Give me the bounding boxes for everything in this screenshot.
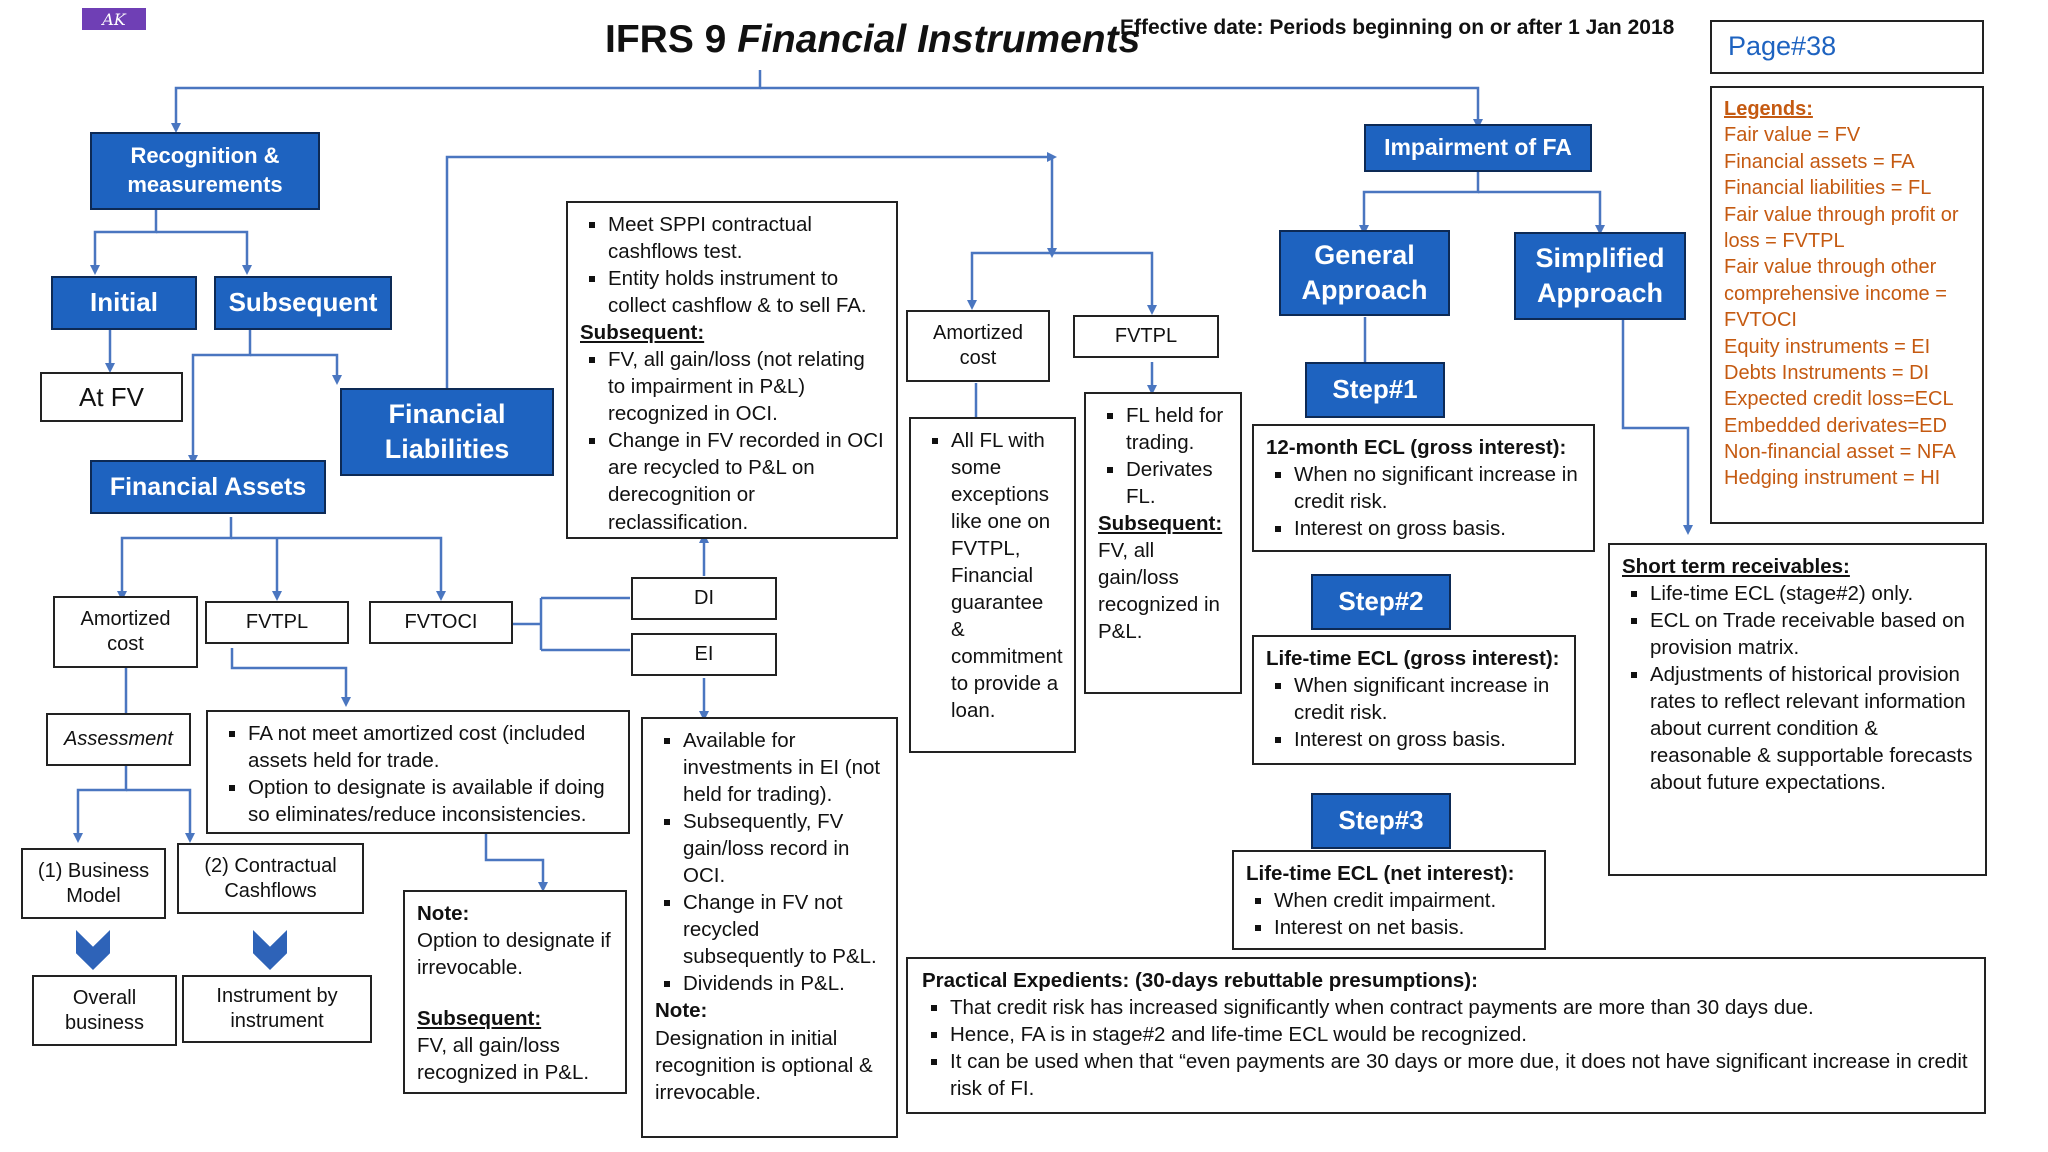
recognition-measurements-node: Recognition & measurements bbox=[90, 132, 320, 210]
fa-fvtoci-node: FVTOCI bbox=[369, 601, 513, 644]
ei-note-heading: Note: bbox=[655, 999, 708, 1023]
legend-item: Expected credit loss=ECL bbox=[1724, 388, 1954, 411]
note-subsequent-heading: Subsequent: bbox=[417, 1007, 542, 1031]
list-item: Change in FV recorded in OCI are recycle… bbox=[608, 427, 884, 535]
initial-node: Initial bbox=[51, 276, 197, 330]
fa-amortized-cost-node: Amortized cost bbox=[53, 596, 198, 668]
legend-item: Fair value through profit or loss = FVTP… bbox=[1724, 203, 1959, 252]
ei-note-text: Designation in initial recognition is op… bbox=[655, 1026, 873, 1104]
step3-node: Step#3 bbox=[1311, 793, 1451, 849]
ei-node: EI bbox=[631, 633, 777, 676]
subsequent-node: Subsequent bbox=[214, 276, 392, 330]
list-item: FL held for trading. bbox=[1126, 402, 1228, 456]
legend-item: Financial assets = FA bbox=[1724, 150, 1915, 173]
list-item: Interest on gross basis. bbox=[1294, 515, 1581, 542]
overall-business-node: Overall business bbox=[32, 975, 177, 1046]
assessment-node: Assessment bbox=[46, 713, 191, 766]
list-item: That credit risk has increased significa… bbox=[950, 994, 1970, 1021]
list-item: When no significant increase in credit r… bbox=[1294, 461, 1581, 515]
short-term-receivables-box: Short term receivables: Life-time ECL (s… bbox=[1608, 543, 1987, 876]
legends-box: Legends: Fair value = FV Financial asset… bbox=[1710, 86, 1984, 524]
simplified-approach-node: Simplified Approach bbox=[1514, 232, 1686, 320]
list-item: FA not meet amortized cost (included ass… bbox=[248, 720, 616, 774]
subsequent-heading: Subsequent: bbox=[580, 321, 705, 345]
legend-item: Non-financial asset = NFA bbox=[1724, 441, 1956, 464]
list-item: Option to designate is available if doin… bbox=[248, 774, 616, 828]
fa-fvtpl-description: FA not meet amortized cost (included ass… bbox=[206, 710, 630, 834]
note-subsequent-text: FV, all gain/loss recognized in P&L. bbox=[417, 1034, 590, 1085]
list-item: Interest on net basis. bbox=[1274, 914, 1532, 941]
ei-description: Available for investments in EI (not hel… bbox=[641, 717, 898, 1138]
list-item: Subsequently, FV gain/loss record in OCI… bbox=[683, 808, 884, 889]
impairment-node: Impairment of FA bbox=[1364, 124, 1592, 172]
page-number: Page#38 bbox=[1710, 20, 1984, 74]
practical-heading: Practical Expedients: (30-days rebuttabl… bbox=[922, 969, 1478, 992]
step2-node: Step#2 bbox=[1311, 574, 1451, 630]
practical-expedients-box: Practical Expedients: (30-days rebuttabl… bbox=[906, 957, 1986, 1114]
note-heading: Note: bbox=[417, 902, 470, 925]
step2-description: Life-time ECL (gross interest): When sig… bbox=[1252, 635, 1576, 765]
step1-description: 12-month ECL (gross interest): When no s… bbox=[1252, 424, 1595, 552]
step3-description: Life-time ECL (net interest): When credi… bbox=[1232, 850, 1546, 950]
fa-fvtpl-node: FVTPL bbox=[205, 601, 349, 644]
list-item: It can be used when that “even payments … bbox=[950, 1048, 1970, 1102]
list-item: Derivates FL. bbox=[1126, 456, 1228, 510]
step1-node: Step#1 bbox=[1305, 362, 1445, 418]
list-item: When credit impairment. bbox=[1274, 887, 1532, 914]
instrument-by-instrument-node: Instrument by instrument bbox=[182, 975, 372, 1043]
financial-assets-node: Financial Assets bbox=[90, 460, 326, 514]
business-model-node: (1) Business Model bbox=[21, 848, 166, 919]
short-term-heading: Short term receivables: bbox=[1622, 555, 1850, 578]
effective-date: Effective date: Periods beginning on or … bbox=[1120, 16, 1675, 39]
legend-item: Fair value = FV bbox=[1724, 124, 1861, 147]
page-title: IFRS 9 Financial Instruments bbox=[605, 18, 1141, 61]
fl-amortized-cost-description: All FL with some exceptions like one on … bbox=[909, 417, 1076, 753]
contractual-cashflows-node: (2) Contractual Cashflows bbox=[177, 843, 364, 914]
fl-fvtpl-node: FVTPL bbox=[1073, 315, 1219, 358]
list-item: Change in FV not recycled subsequently t… bbox=[683, 889, 884, 970]
chevron-down-icon bbox=[253, 930, 287, 970]
list-item: Adjustments of historical provision rate… bbox=[1650, 661, 1973, 796]
legend-item: Hedging instrument = HI bbox=[1724, 467, 1941, 490]
list-item: Meet SPPI contractual cashflows test. bbox=[608, 211, 884, 265]
step2-heading: Life-time ECL (gross interest): bbox=[1266, 647, 1560, 670]
chevron-down-icon bbox=[76, 930, 110, 970]
author-logo: AK bbox=[82, 8, 146, 30]
list-item: Interest on gross basis. bbox=[1294, 726, 1562, 753]
list-item: Available for investments in EI (not hel… bbox=[683, 727, 884, 808]
legend-item: Embedded derivates=ED bbox=[1724, 414, 1947, 437]
note-text: Option to designate if irrevocable. bbox=[417, 929, 611, 980]
legend-item: Debts Instruments = DI bbox=[1724, 361, 1930, 384]
fl-subsequent-text: FV, all gain/loss recognized in P&L. bbox=[1098, 539, 1220, 644]
fl-fvtpl-description: FL held for trading. Derivates FL. Subse… bbox=[1084, 392, 1242, 694]
list-item: All FL with some exceptions like one on … bbox=[951, 427, 1063, 725]
general-approach-node: General Approach bbox=[1279, 230, 1450, 316]
step3-heading: Life-time ECL (net interest): bbox=[1246, 862, 1515, 885]
fl-amortized-cost-node: Amortized cost bbox=[906, 310, 1050, 382]
list-item: Dividends in P&L. bbox=[683, 970, 884, 997]
legend-item: Financial liabilities = FL bbox=[1724, 177, 1932, 200]
step1-heading: 12-month ECL (gross interest): bbox=[1266, 436, 1567, 459]
list-item: Entity holds instrument to collect cashf… bbox=[608, 265, 884, 319]
legend-item: Fair value through other comprehensive i… bbox=[1724, 256, 1947, 332]
list-item: FV, all gain/loss (not relating to impai… bbox=[608, 346, 884, 427]
fvtpl-note-box: Note: Option to designate if irrevocable… bbox=[403, 890, 627, 1094]
legends-title: Legends: bbox=[1724, 98, 1813, 120]
di-node: DI bbox=[631, 577, 777, 620]
financial-liabilities-node: Financial Liabilities bbox=[340, 388, 554, 476]
list-item: Hence, FA is in stage#2 and life-time EC… bbox=[950, 1021, 1970, 1048]
fvtoci-di-description: Meet SPPI contractual cashflows test. En… bbox=[566, 201, 898, 539]
list-item: Life-time ECL (stage#2) only. bbox=[1650, 580, 1973, 607]
list-item: ECL on Trade receivable based on provisi… bbox=[1650, 607, 1973, 661]
list-item: When significant increase in credit risk… bbox=[1294, 672, 1562, 726]
legend-item: Equity instruments = EI bbox=[1724, 335, 1931, 358]
fl-subsequent-heading: Subsequent: bbox=[1098, 512, 1223, 536]
at-fv-node: At FV bbox=[40, 372, 183, 422]
